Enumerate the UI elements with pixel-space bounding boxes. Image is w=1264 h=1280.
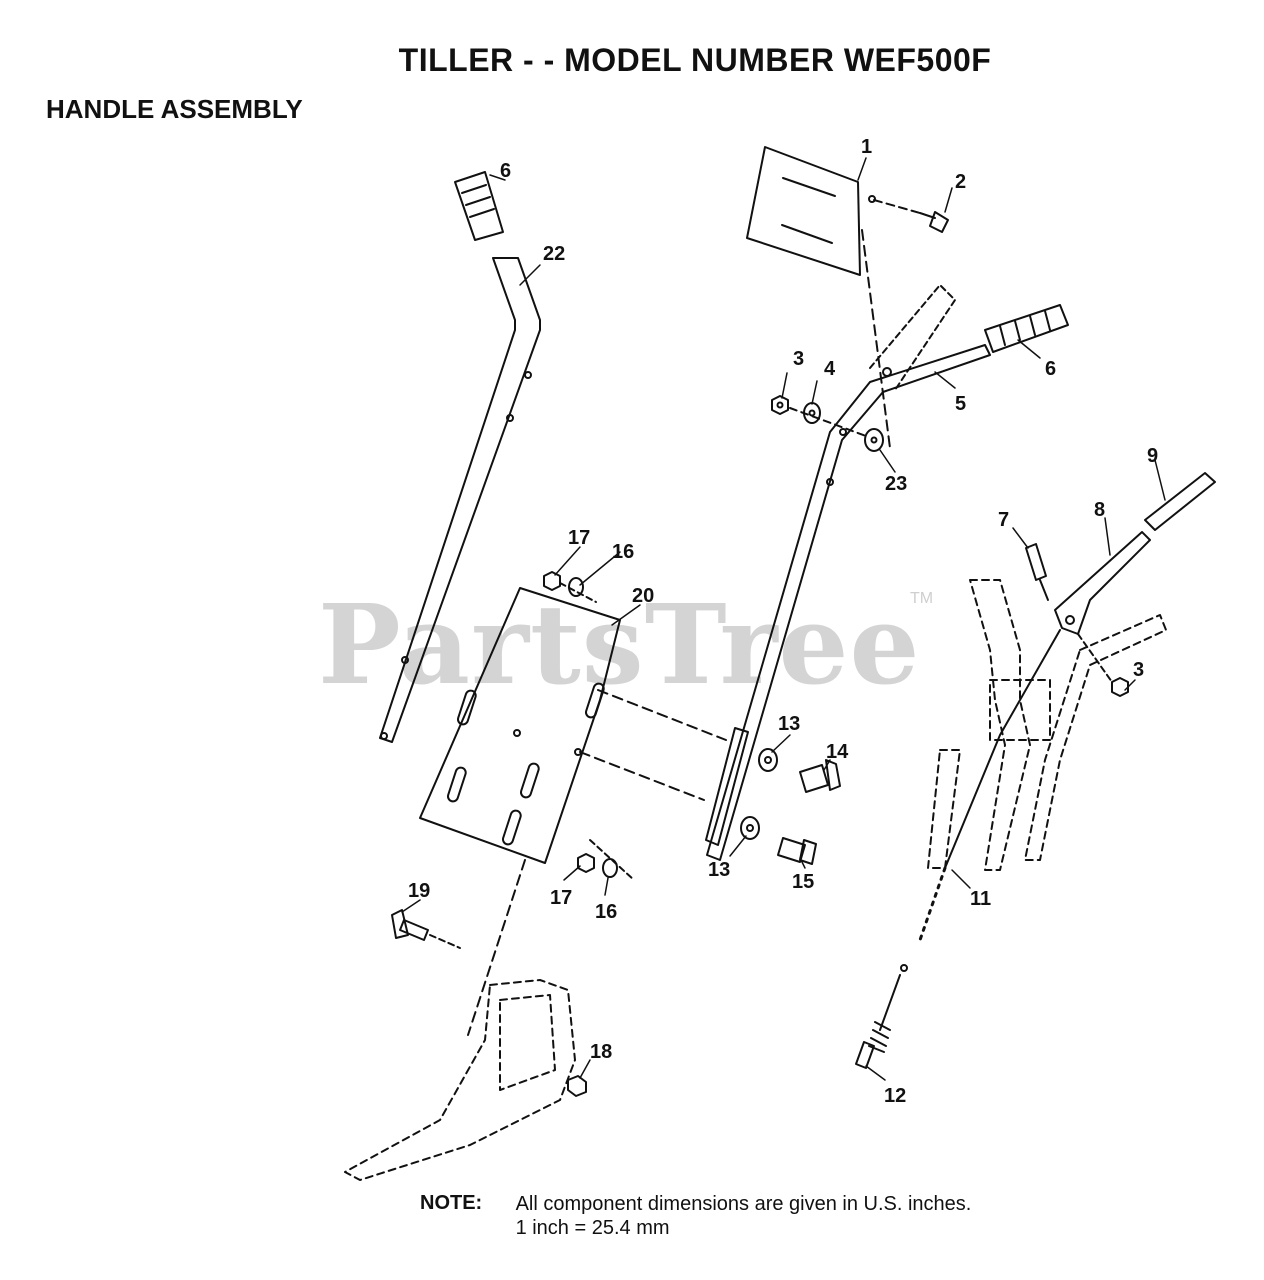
callout-3: 3 — [793, 348, 804, 370]
callout-2: 2 — [955, 171, 966, 193]
part-6-handle-grip-left — [454, 171, 504, 241]
part-22-left-handle-tube — [379, 257, 541, 743]
callout-20: 20 — [632, 585, 654, 607]
part-19-bolt — [391, 909, 461, 949]
part-14-bolt — [799, 759, 841, 793]
callout-23: 23 — [885, 473, 907, 495]
callout-17-lower: 17 — [550, 887, 572, 909]
part-18-nut — [567, 1075, 587, 1097]
callout-11: 11 — [970, 888, 991, 910]
callout-12: 12 — [884, 1085, 906, 1107]
callout-3-lower: 3 — [1133, 659, 1144, 681]
callout-17-upper: 17 — [568, 527, 590, 549]
dimension-note: NOTE: All component dimensions are given… — [420, 1192, 971, 1240]
callout-22: 22 — [543, 243, 565, 265]
callout-8: 8 — [1094, 499, 1105, 521]
part-1-mounting-plate — [746, 146, 876, 276]
leader-line — [861, 229, 891, 449]
callout-7: 7 — [998, 509, 1009, 531]
leader-line — [559, 582, 597, 603]
callout-leaders — [401, 157, 1166, 1081]
part-7-shoulder-bolt — [1025, 543, 1049, 601]
part-15-bolt — [777, 837, 817, 865]
callout-18: 18 — [590, 1041, 612, 1063]
leader-line — [789, 407, 867, 437]
part-6-handle-grip-right — [984, 304, 1069, 353]
part-16-washer-lower — [602, 858, 618, 878]
tiller-frame-outline — [344, 979, 576, 1181]
leader-line — [579, 751, 705, 801]
note-label: NOTE: — [420, 1192, 483, 1214]
callout-16-upper: 16 — [612, 541, 634, 563]
callout-9: 9 — [1147, 445, 1158, 467]
part-12-spring — [855, 964, 908, 1069]
callout-13-lower: 13 — [708, 859, 730, 881]
note-line-1: All component dimensions are given in U.… — [515, 1193, 972, 1215]
watermark-trademark: TM — [910, 590, 934, 607]
callout-1: 1 — [861, 136, 872, 158]
handle-outline-dashed — [927, 579, 1167, 871]
callout-15: 15 — [792, 871, 814, 893]
callout-4: 4 — [824, 358, 836, 380]
part-13-washer-lower — [740, 816, 760, 840]
part-17-nut-lower — [577, 853, 595, 873]
leader-line — [467, 859, 526, 1036]
callout-5: 5 — [955, 393, 966, 415]
part-3-nut-upper — [771, 395, 789, 415]
part-16-washer-upper — [568, 577, 584, 597]
part-13-washer-upper — [758, 748, 778, 772]
part-3-nut-lower — [1077, 633, 1129, 697]
part-8-control-lever — [1054, 531, 1151, 635]
part-20-bracket-plate — [419, 587, 621, 864]
part-23-washer — [864, 428, 884, 452]
section-heading: HANDLE ASSEMBLY — [46, 94, 303, 124]
callout-14: 14 — [826, 741, 849, 763]
callout-16-lower: 16 — [595, 901, 617, 923]
note-line-2: 1 inch = 25.4 mm — [515, 1217, 670, 1239]
part-5-right-handle-tube — [705, 284, 991, 861]
part-9-lever-grip — [1144, 472, 1216, 531]
part-17-nut-upper — [543, 571, 561, 591]
callout-19: 19 — [408, 880, 430, 902]
leader-line — [597, 689, 727, 741]
callout-6-left: 6 — [500, 160, 511, 182]
callout-13-upper: 13 — [778, 713, 800, 735]
page-title: TILLER - - MODEL NUMBER WEF500F — [398, 42, 992, 78]
part-11-control-cable — [918, 629, 1061, 942]
callout-6: 6 — [1045, 358, 1056, 380]
callout-labels: 1 2 3 4 5 6 6 22 23 9 8 7 3 13 14 13 15 … — [408, 136, 1158, 1107]
part-2-bolt — [873, 199, 949, 233]
watermark: PartsTree — [318, 580, 921, 709]
